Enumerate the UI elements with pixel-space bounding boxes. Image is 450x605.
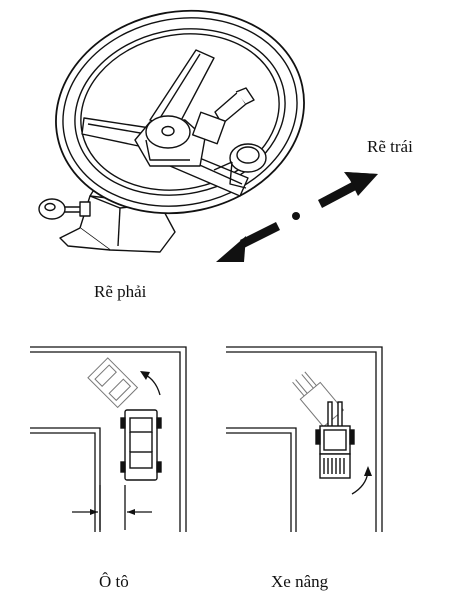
wheel-hub (134, 115, 206, 167)
road-edge-inner (226, 427, 297, 532)
forklift-ghost-icon (292, 371, 345, 428)
road-edge-outer (226, 346, 383, 532)
road-edge-outer (30, 346, 187, 532)
wheel-rim-outer-2 (62, 17, 298, 207)
left-lever-icon (38, 198, 91, 220)
label-car: Ô tô (99, 572, 129, 591)
road-edge-inner (30, 427, 101, 532)
label-turn-right: Rẽ phải (94, 282, 147, 301)
double-arrow-icon (216, 172, 378, 262)
steering-wheel-icon (38, 9, 305, 253)
label-turn-left: Rẽ trái (367, 137, 413, 156)
forklift-icon (315, 401, 355, 479)
wheel-rim-inner (74, 28, 286, 196)
forklift-turn-arrow-icon (351, 466, 372, 495)
car-turn-arrow-icon (140, 371, 161, 396)
road-edge-outer-2 (30, 351, 181, 532)
right-switch-icon (191, 87, 255, 145)
car-dimension-arrows (72, 509, 152, 515)
car-icon (120, 409, 162, 481)
car-panel (30, 346, 187, 532)
right-knob-icon (213, 143, 267, 189)
road-edge-outer-2 (226, 351, 377, 532)
forklift-panel (226, 346, 383, 532)
label-forklift: Xe nâng (271, 572, 329, 591)
road-edge-inner-2 (30, 432, 96, 532)
car-ghost-icon (87, 357, 139, 409)
road-edge-inner-2 (226, 432, 292, 532)
